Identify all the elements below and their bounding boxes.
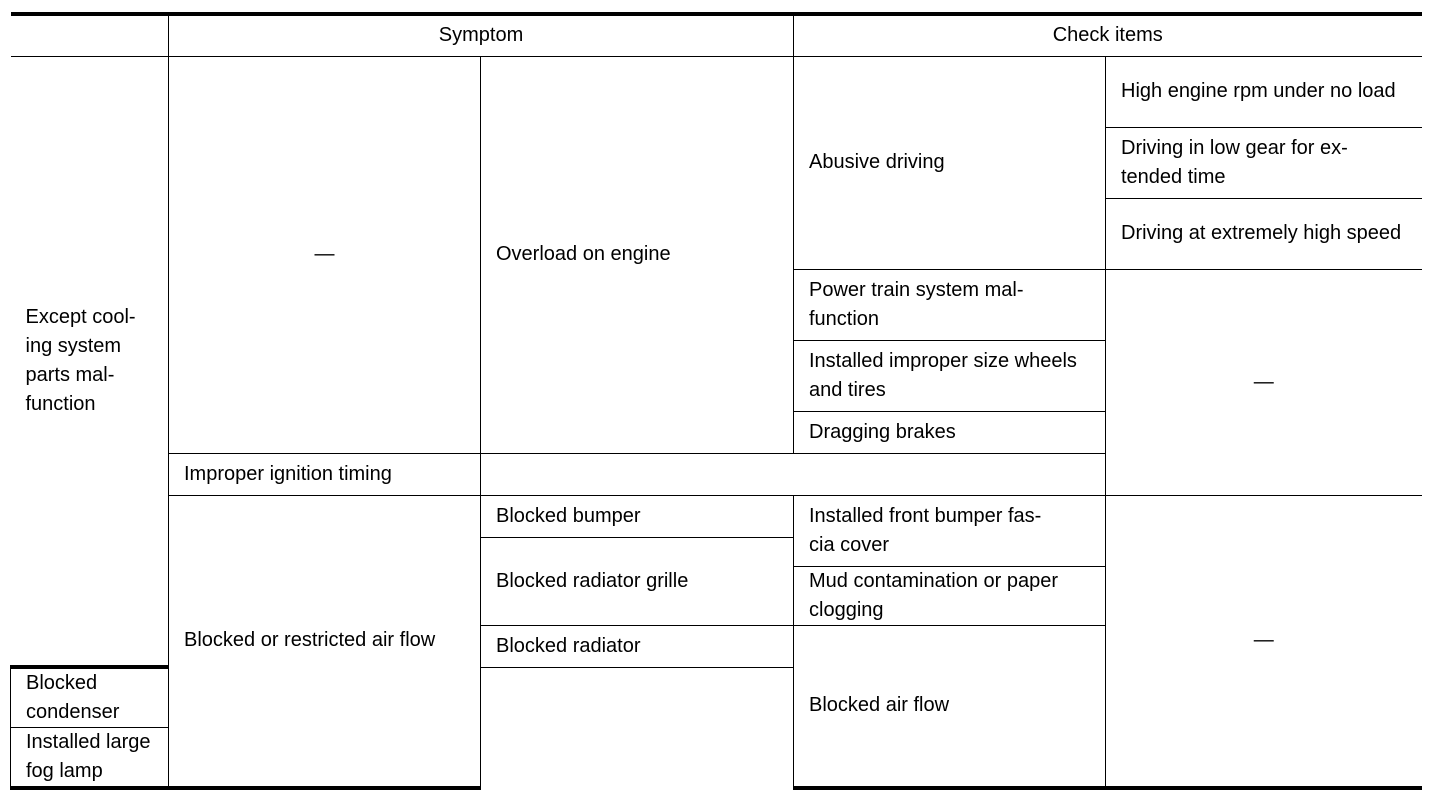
table-row: Blocked or restricted air flow Blocked b… <box>11 494 1422 790</box>
table-row: Installed large fog lamp <box>10 727 1422 790</box>
check-abusive-driving: Abusive driving <box>793 55 1106 270</box>
check-mud-paper: Mud contamination or paper clogging <box>793 565 1106 626</box>
check-blocked-air-flow: Blocked air flow <box>793 624 1106 790</box>
check-power-train: Power train system mal- function <box>793 268 1106 341</box>
airflow-detail-dash: — <box>1105 494 1422 790</box>
table-row: Power train system mal- function — <box>11 268 1422 496</box>
table-row: Dragging brakes <box>11 410 1422 454</box>
header-empty-cell <box>10 12 169 57</box>
check-ignition-timing: Improper ignition timing <box>168 452 481 496</box>
table-row: Improper ignition timing <box>11 452 1422 496</box>
overload-symptom-a: — <box>168 55 481 454</box>
overload-symptom-b: Overload on engine <box>480 55 794 454</box>
check-detail-high-speed: Driving at extremely high speed <box>1105 197 1422 270</box>
table-header-row: Symptom Check items <box>10 12 1422 57</box>
check-wheels-tires: Installed improper size wheels and tires <box>793 339 1106 412</box>
table-row: Installed improper size wheels and tires <box>11 339 1422 412</box>
table-row: Mud contamination or paper clogging <box>11 565 1422 626</box>
airflow-fog-lamp: Installed large fog lamp <box>10 727 169 790</box>
table-row: Blocked radiator Blocked air flow <box>11 624 1422 790</box>
header-check-items: Check items <box>793 12 1422 57</box>
airflow-blocked-grille: Blocked radiator grille <box>480 536 794 626</box>
diagnosis-table: Symptom Check items Except cool- ing sys… <box>10 12 1422 790</box>
airflow-blocked-condenser: Blocked condenser <box>10 666 169 728</box>
overload-detail-dash: — <box>1105 268 1422 496</box>
airflow-blocked-radiator: Blocked radiator <box>480 624 794 668</box>
check-dragging-brakes: Dragging brakes <box>793 410 1106 454</box>
table-row: Driving in low gear for ex- tended time <box>11 126 1422 199</box>
table-row: Blocked radiator grille <box>11 536 1422 626</box>
check-bumper-fascia: Installed front bumper fas- cia cover <box>793 494 1106 567</box>
airflow-symptom-a: Blocked or restricted air flow <box>168 494 481 790</box>
group-cell: Except cool- ing system parts mal- funct… <box>10 55 169 669</box>
airflow-blocked-bumper: Blocked bumper <box>480 494 794 538</box>
check-detail-low-gear: Driving in low gear for ex- tended time <box>1105 126 1422 199</box>
check-detail-high-rpm: High engine rpm under no load <box>1105 55 1422 128</box>
table-row: Except cool- ing system parts mal- funct… <box>10 55 1422 669</box>
table-row: Driving at extremely high speed <box>11 197 1422 270</box>
header-symptom: Symptom <box>168 12 794 57</box>
